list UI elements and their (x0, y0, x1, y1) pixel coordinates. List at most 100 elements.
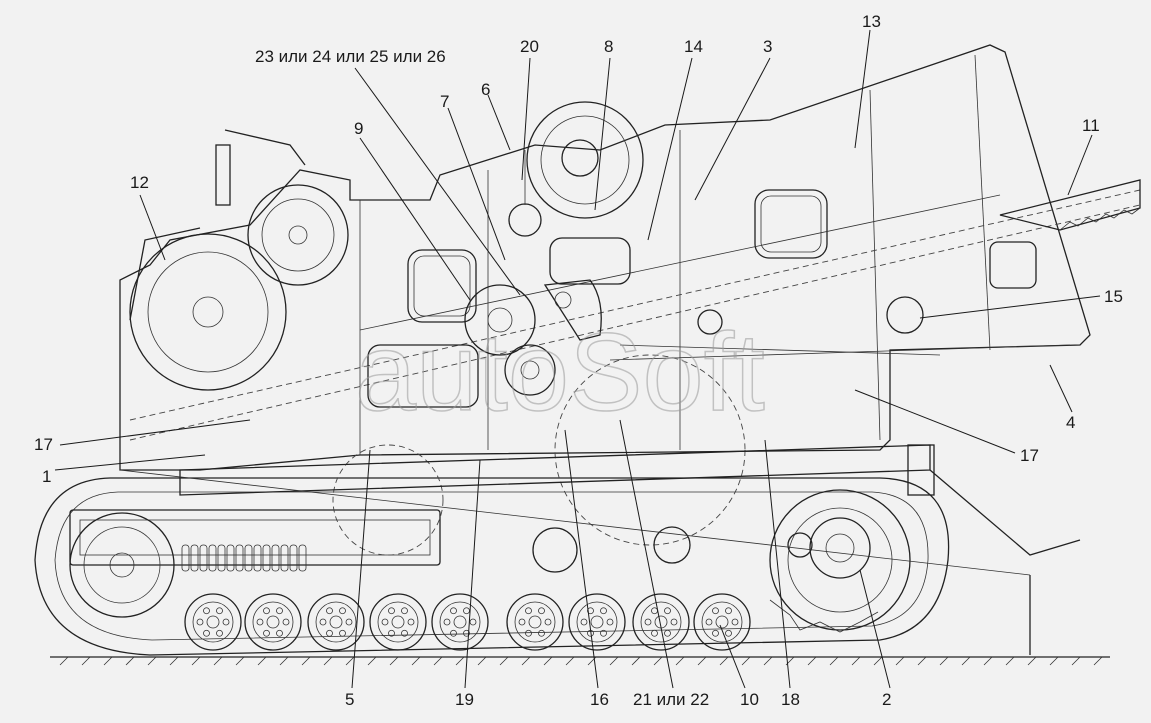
ground-hatch (851, 656, 861, 666)
callout-16: 16 (590, 690, 609, 709)
ground-hatch (543, 656, 553, 666)
ground-hatch (1005, 656, 1015, 666)
spring-coil (244, 544, 253, 572)
callout-6: 6 (481, 80, 490, 99)
ground-hatch (191, 656, 201, 666)
ground (50, 656, 1110, 666)
road-wheel (184, 593, 242, 651)
spring-coil (253, 544, 262, 572)
ground-hatch (213, 656, 223, 666)
callout-8: 8 (604, 37, 613, 56)
machine-body (119, 44, 1141, 471)
ground-hatch (59, 656, 69, 666)
ground-hatch (1093, 656, 1103, 666)
spring-coil (199, 544, 208, 572)
ground-hatch (455, 656, 465, 666)
road-wheel (568, 593, 626, 651)
road-wheel (632, 593, 690, 651)
callout-17-left: 17 (34, 435, 53, 454)
ground-hatch (565, 656, 575, 666)
callout-23-24-25-26: 23 или 24 или 25 или 26 (255, 47, 446, 66)
ground-hatch (873, 656, 883, 666)
ground-hatch (257, 656, 267, 666)
top-wheel (508, 101, 644, 237)
callout-11: 11 (1082, 116, 1100, 135)
ground-hatch (653, 656, 663, 666)
callout-15: 15 (1104, 287, 1123, 306)
road-wheels (184, 593, 751, 651)
ground-hatch (1049, 656, 1059, 666)
ground-hatch (81, 656, 91, 666)
spring-coil (190, 544, 199, 572)
ground-hatch (169, 656, 179, 666)
ground-hatch (939, 656, 949, 666)
callout-18: 18 (781, 690, 800, 709)
callout-19: 19 (455, 690, 474, 709)
tension-spring (181, 544, 307, 572)
road-wheel (506, 593, 564, 651)
ground-hatch (345, 656, 355, 666)
straw-walker (359, 179, 1141, 331)
spring-coil (208, 544, 217, 572)
callout-1: 1 (42, 467, 51, 486)
spring-coil (181, 544, 190, 572)
ground-hatch (741, 656, 751, 666)
callout-17-right: 17 (1020, 446, 1039, 465)
ground-hatch (521, 656, 531, 666)
callout-labels: 23 или 24 или 25 или 26 20 8 14 3 13 6 7… (34, 12, 1123, 709)
callout-2: 2 (882, 690, 891, 709)
spring-coil (289, 544, 298, 572)
ground-hatch (829, 656, 839, 666)
ground-hatch (323, 656, 333, 666)
callout-9: 9 (354, 119, 363, 138)
ground-hatch (103, 656, 113, 666)
left-pulleys (129, 129, 349, 391)
callout-20: 20 (520, 37, 539, 56)
ground-hatch (477, 656, 487, 666)
inspection-hatches (367, 189, 1037, 408)
ground-hatch (697, 656, 707, 666)
callout-10: 10 (740, 690, 759, 709)
callout-12: 12 (130, 173, 149, 192)
ground-hatch (807, 656, 817, 666)
callout-3: 3 (763, 37, 772, 56)
callout-21-22: 21 или 22 (633, 690, 709, 709)
road-wheel (369, 593, 427, 651)
drive-wheel (69, 512, 175, 618)
ground-hatch (917, 656, 927, 666)
ground-hatch (235, 656, 245, 666)
leader-lines (54, 29, 1101, 689)
road-wheel (307, 593, 365, 651)
ground-hatch (895, 656, 905, 666)
rear-sprocket (769, 489, 911, 633)
callout-13: 13 (862, 12, 881, 31)
ground-hatch (499, 656, 509, 666)
callout-5: 5 (345, 690, 354, 709)
road-wheel (693, 593, 751, 651)
ground-hatch (763, 656, 773, 666)
ground-hatch (675, 656, 685, 666)
callout-14: 14 (684, 37, 703, 56)
spring-coil (262, 544, 271, 572)
drive-pulleys (332, 279, 924, 573)
spring-coil (280, 544, 289, 572)
road-wheel (431, 593, 489, 651)
ground-hatch (961, 656, 971, 666)
spring-coil (217, 544, 226, 572)
callout-7: 7 (440, 92, 449, 111)
spring-coil (298, 544, 307, 572)
ground-hatch (279, 656, 289, 666)
ground-hatch (411, 656, 421, 666)
ground-hatch (433, 656, 443, 666)
spring-coil (235, 544, 244, 572)
ground-hatch (367, 656, 377, 666)
ground-hatch (147, 656, 157, 666)
ground-hatch (631, 656, 641, 666)
watermark: autoSoft (355, 311, 765, 434)
ground-hatch (983, 656, 993, 666)
crawler-track (34, 477, 950, 656)
ground-hatch (719, 656, 729, 666)
ground-hatch (125, 656, 135, 666)
